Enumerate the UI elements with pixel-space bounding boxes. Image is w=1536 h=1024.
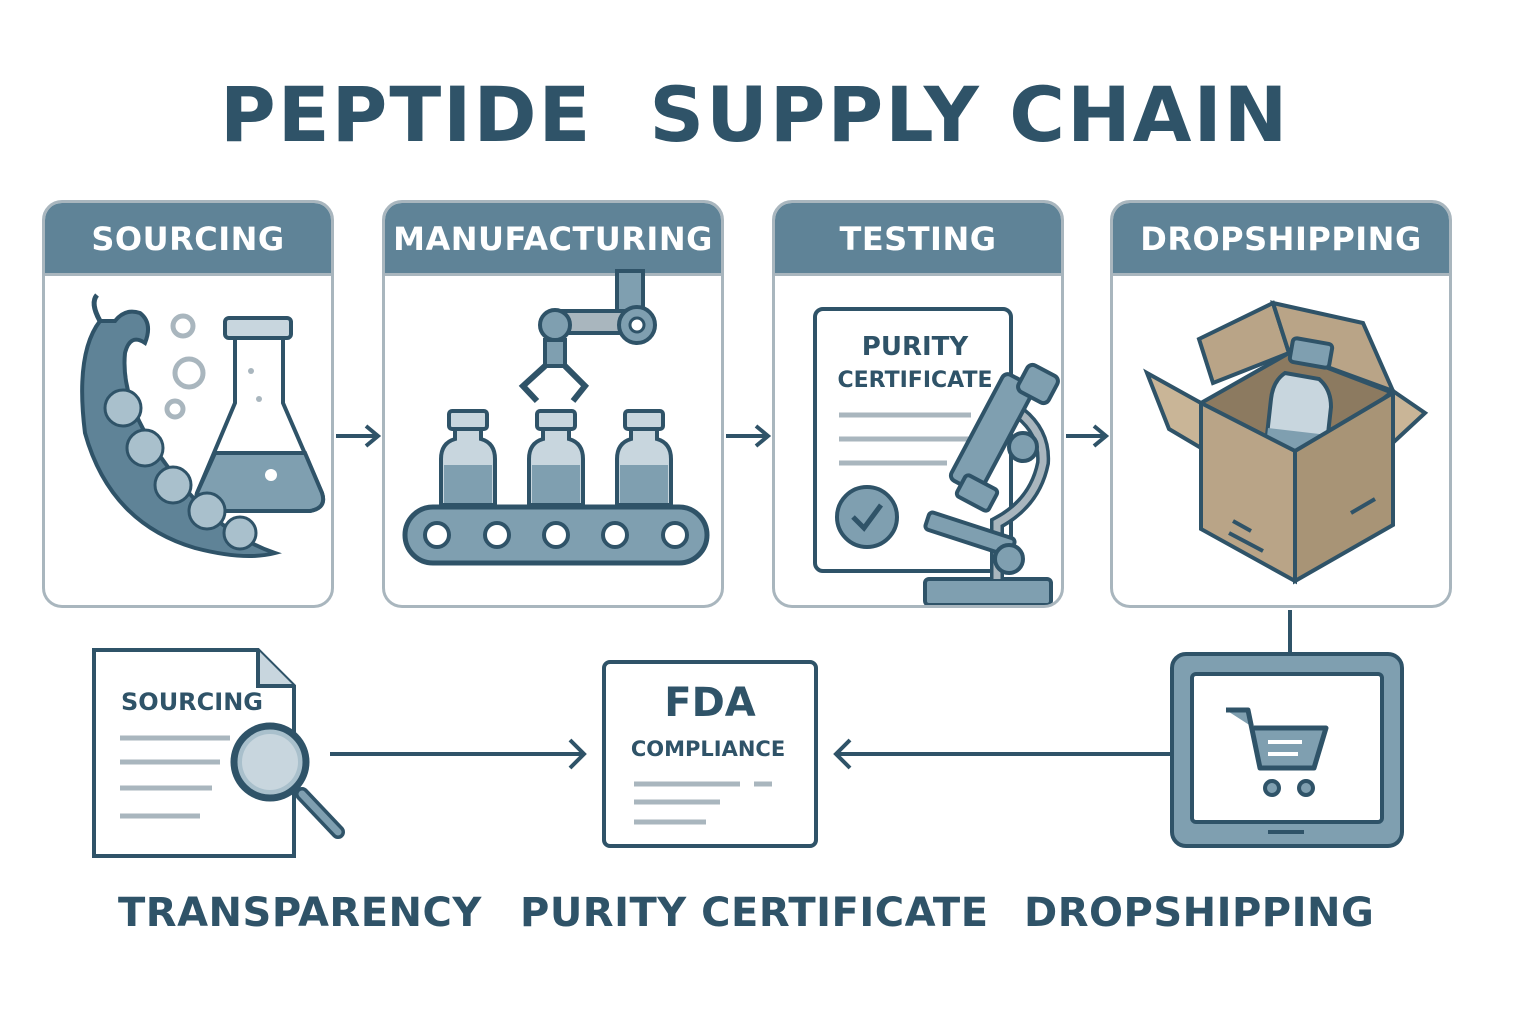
pea-pod-icon: [80, 293, 282, 559]
magnifier-icon: [230, 722, 345, 839]
bubble-icon: [164, 398, 186, 420]
microscope-icon: [923, 362, 1060, 605]
bubble-icon: [170, 313, 196, 339]
certificate-icon: PURITY CERTIFICATE: [813, 307, 1013, 573]
vial-icon: [615, 409, 673, 507]
sourcing-illustration: [80, 293, 326, 559]
flask-icon: [194, 316, 326, 513]
arrow-icon: [833, 738, 1172, 770]
label-transparency: TRANSPARENCY: [118, 890, 482, 936]
shopping-cart-icon: [1226, 707, 1329, 797]
vial-icon: [527, 409, 585, 507]
fda-title: FDA: [664, 680, 756, 726]
shipping-box-icon: [1143, 300, 1429, 585]
fda-compliance-box: FDA COMPLIANCE: [602, 660, 818, 848]
stage-manufacturing: MANUFACTURING: [382, 200, 724, 608]
stage-header-manufacturing: MANUFACTURING: [385, 203, 721, 276]
bubble-icon: [172, 356, 206, 390]
transparency-document: SOURCING: [92, 648, 345, 858]
stage-dropshipping: DROPSHIPPING: [1110, 200, 1452, 608]
vial-icon: [439, 409, 497, 507]
fda-subtitle: COMPLIANCE: [631, 737, 785, 761]
stage-sourcing: SOURCING: [42, 200, 334, 608]
robot-arm-icon: [518, 269, 657, 404]
testing-illustration: PURITY CERTIFICATE: [813, 307, 1060, 605]
stage-header-dropshipping: DROPSHIPPING: [1113, 203, 1449, 276]
dropshipping-illustration: [1143, 300, 1429, 585]
arrow-icon: [330, 738, 587, 770]
arrow-icon: [726, 424, 772, 448]
tablet-storefront: [1170, 652, 1404, 848]
stage-header-testing: TESTING: [775, 203, 1061, 276]
document-icon: SOURCING: [92, 648, 296, 858]
arrow-icon: [336, 424, 382, 448]
certificate-title-line2: CERTIFICATE: [837, 368, 992, 393]
conveyor-icon: [402, 504, 710, 566]
stage-header-sourcing: SOURCING: [45, 203, 331, 276]
label-purity-certificate: PURITY CERTIFICATE: [520, 890, 989, 936]
stage-testing: TESTING PURITY CERTIFICATE: [772, 200, 1064, 608]
document-title: SOURCING: [121, 688, 263, 716]
manufacturing-illustration: [402, 269, 710, 566]
arrow-icon: [1066, 424, 1110, 448]
label-dropshipping: DROPSHIPPING: [1024, 890, 1375, 936]
checkmark-icon: [835, 485, 899, 549]
certificate-title-line1: PURITY: [862, 332, 970, 362]
